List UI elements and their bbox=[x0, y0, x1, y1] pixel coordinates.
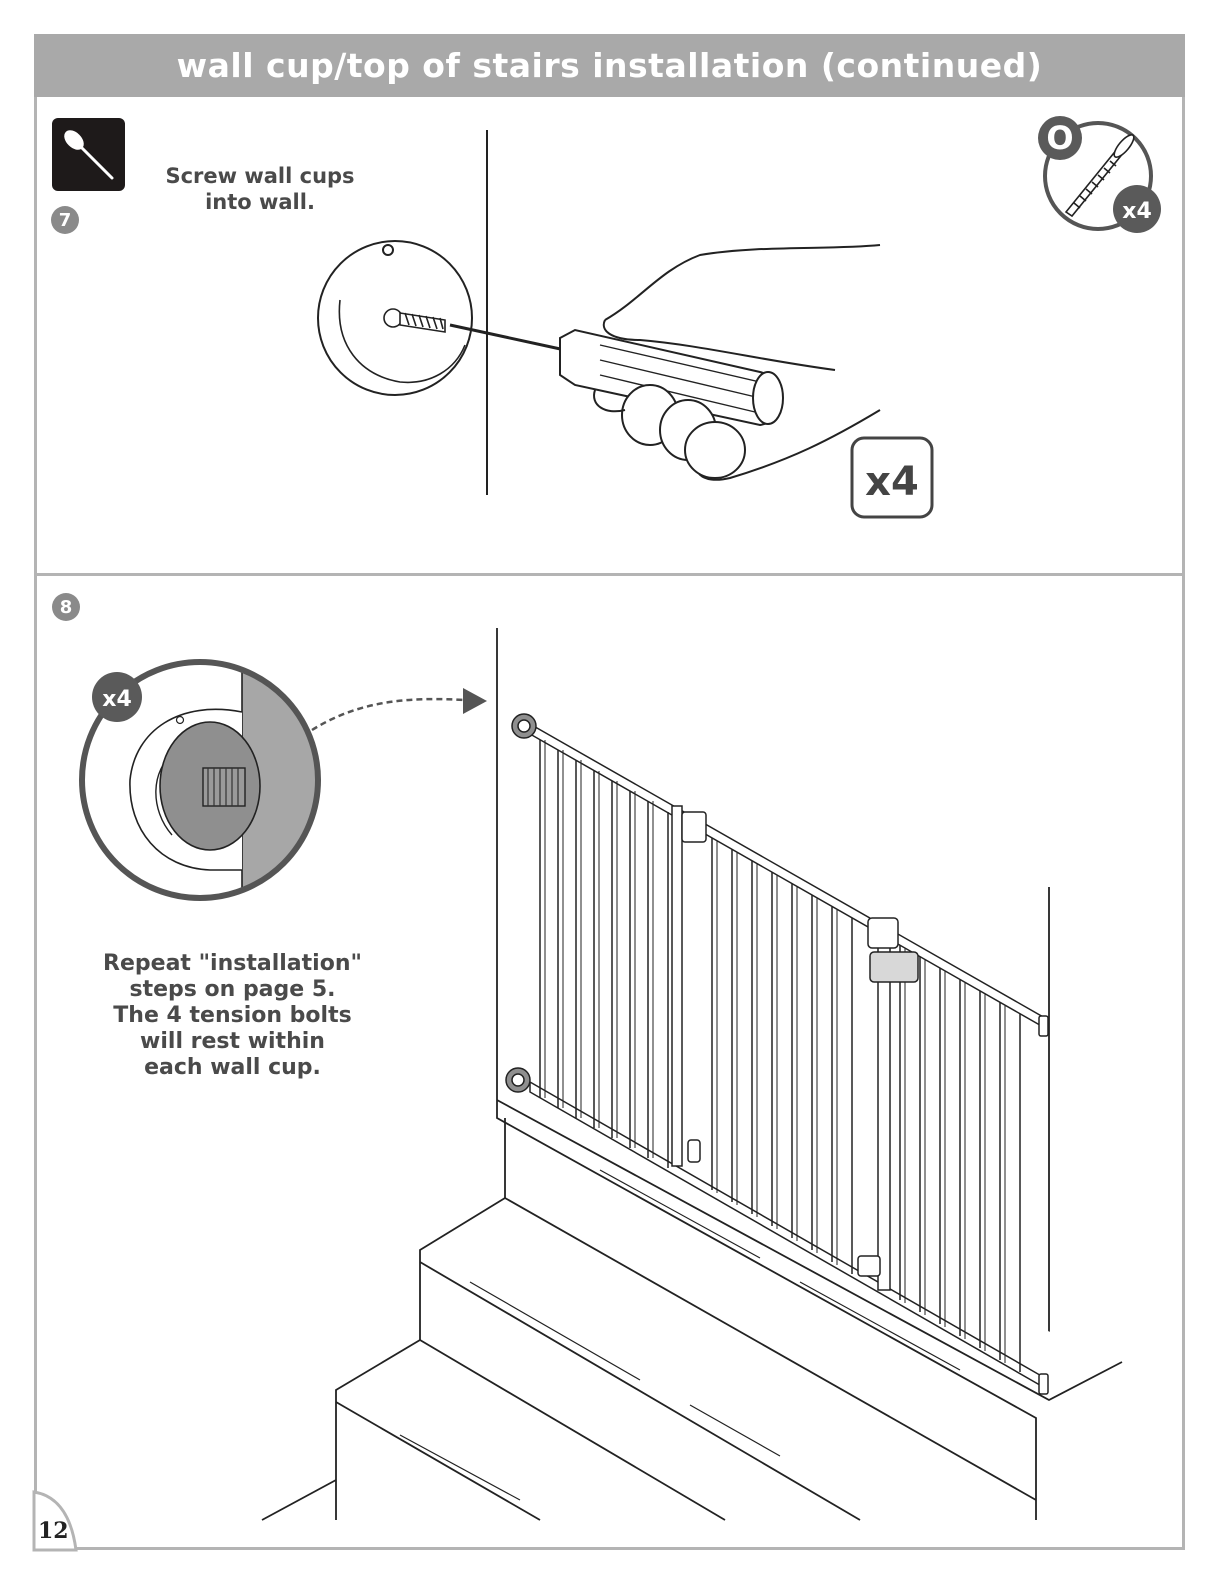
stairs-illustration bbox=[262, 628, 1122, 1520]
parts-count: x4 bbox=[1122, 199, 1152, 224]
detail-count: x4 bbox=[102, 687, 132, 712]
wall-cup-screw-illustration bbox=[318, 130, 880, 495]
detail-arrow bbox=[312, 688, 487, 730]
repeat-count-text: x4 bbox=[865, 459, 919, 505]
tension-bolt-detail: x4 bbox=[82, 650, 332, 910]
screw-parts-callout: O x4 bbox=[1038, 116, 1161, 233]
repeat-count-box: x4 bbox=[852, 438, 932, 517]
page-number: 12 bbox=[38, 1518, 69, 1544]
safety-gate-illustration bbox=[506, 714, 1048, 1394]
parts-letter: O bbox=[1046, 119, 1073, 157]
